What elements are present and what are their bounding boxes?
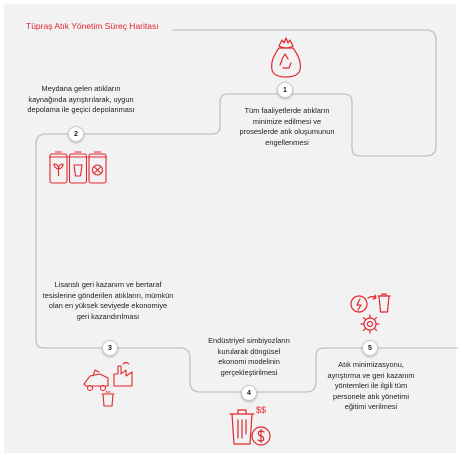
step-badge-3: 3: [102, 340, 118, 356]
energy-recycle-cycle-icon: [350, 293, 391, 334]
step-badge-5: 5: [362, 340, 378, 356]
waste-bag-recycle-icon: [271, 37, 301, 78]
sorting-bins-icon: [49, 151, 107, 184]
page-title: Tüpraş Atık Yönetim Süreç Haritası: [26, 21, 159, 31]
truck-factory-bin-icon: [83, 362, 133, 407]
process-map-card: [4, 4, 456, 453]
step-badge-1: 1: [277, 82, 293, 98]
step-badge-2: 2: [68, 126, 84, 142]
step-text-3: Lisanslı geri kazanım ve bertaraf tesisl…: [42, 280, 174, 321]
svg-text:$$: $$: [256, 405, 266, 415]
step-text-5: Atık minimizasyonu, ayrıştırma ve geri k…: [327, 360, 415, 411]
bin-money-icon: $$: [229, 405, 271, 446]
step-text-1: Tüm faaliyetlerde atıkların minimize edi…: [239, 106, 335, 147]
step-text-4: Endüstriyel simbiyozların kurularak döng…: [208, 336, 290, 377]
step-badge-4: 4: [241, 385, 257, 401]
step-text-2: Meydana gelen atıkların kaynağında ayrış…: [27, 84, 135, 114]
